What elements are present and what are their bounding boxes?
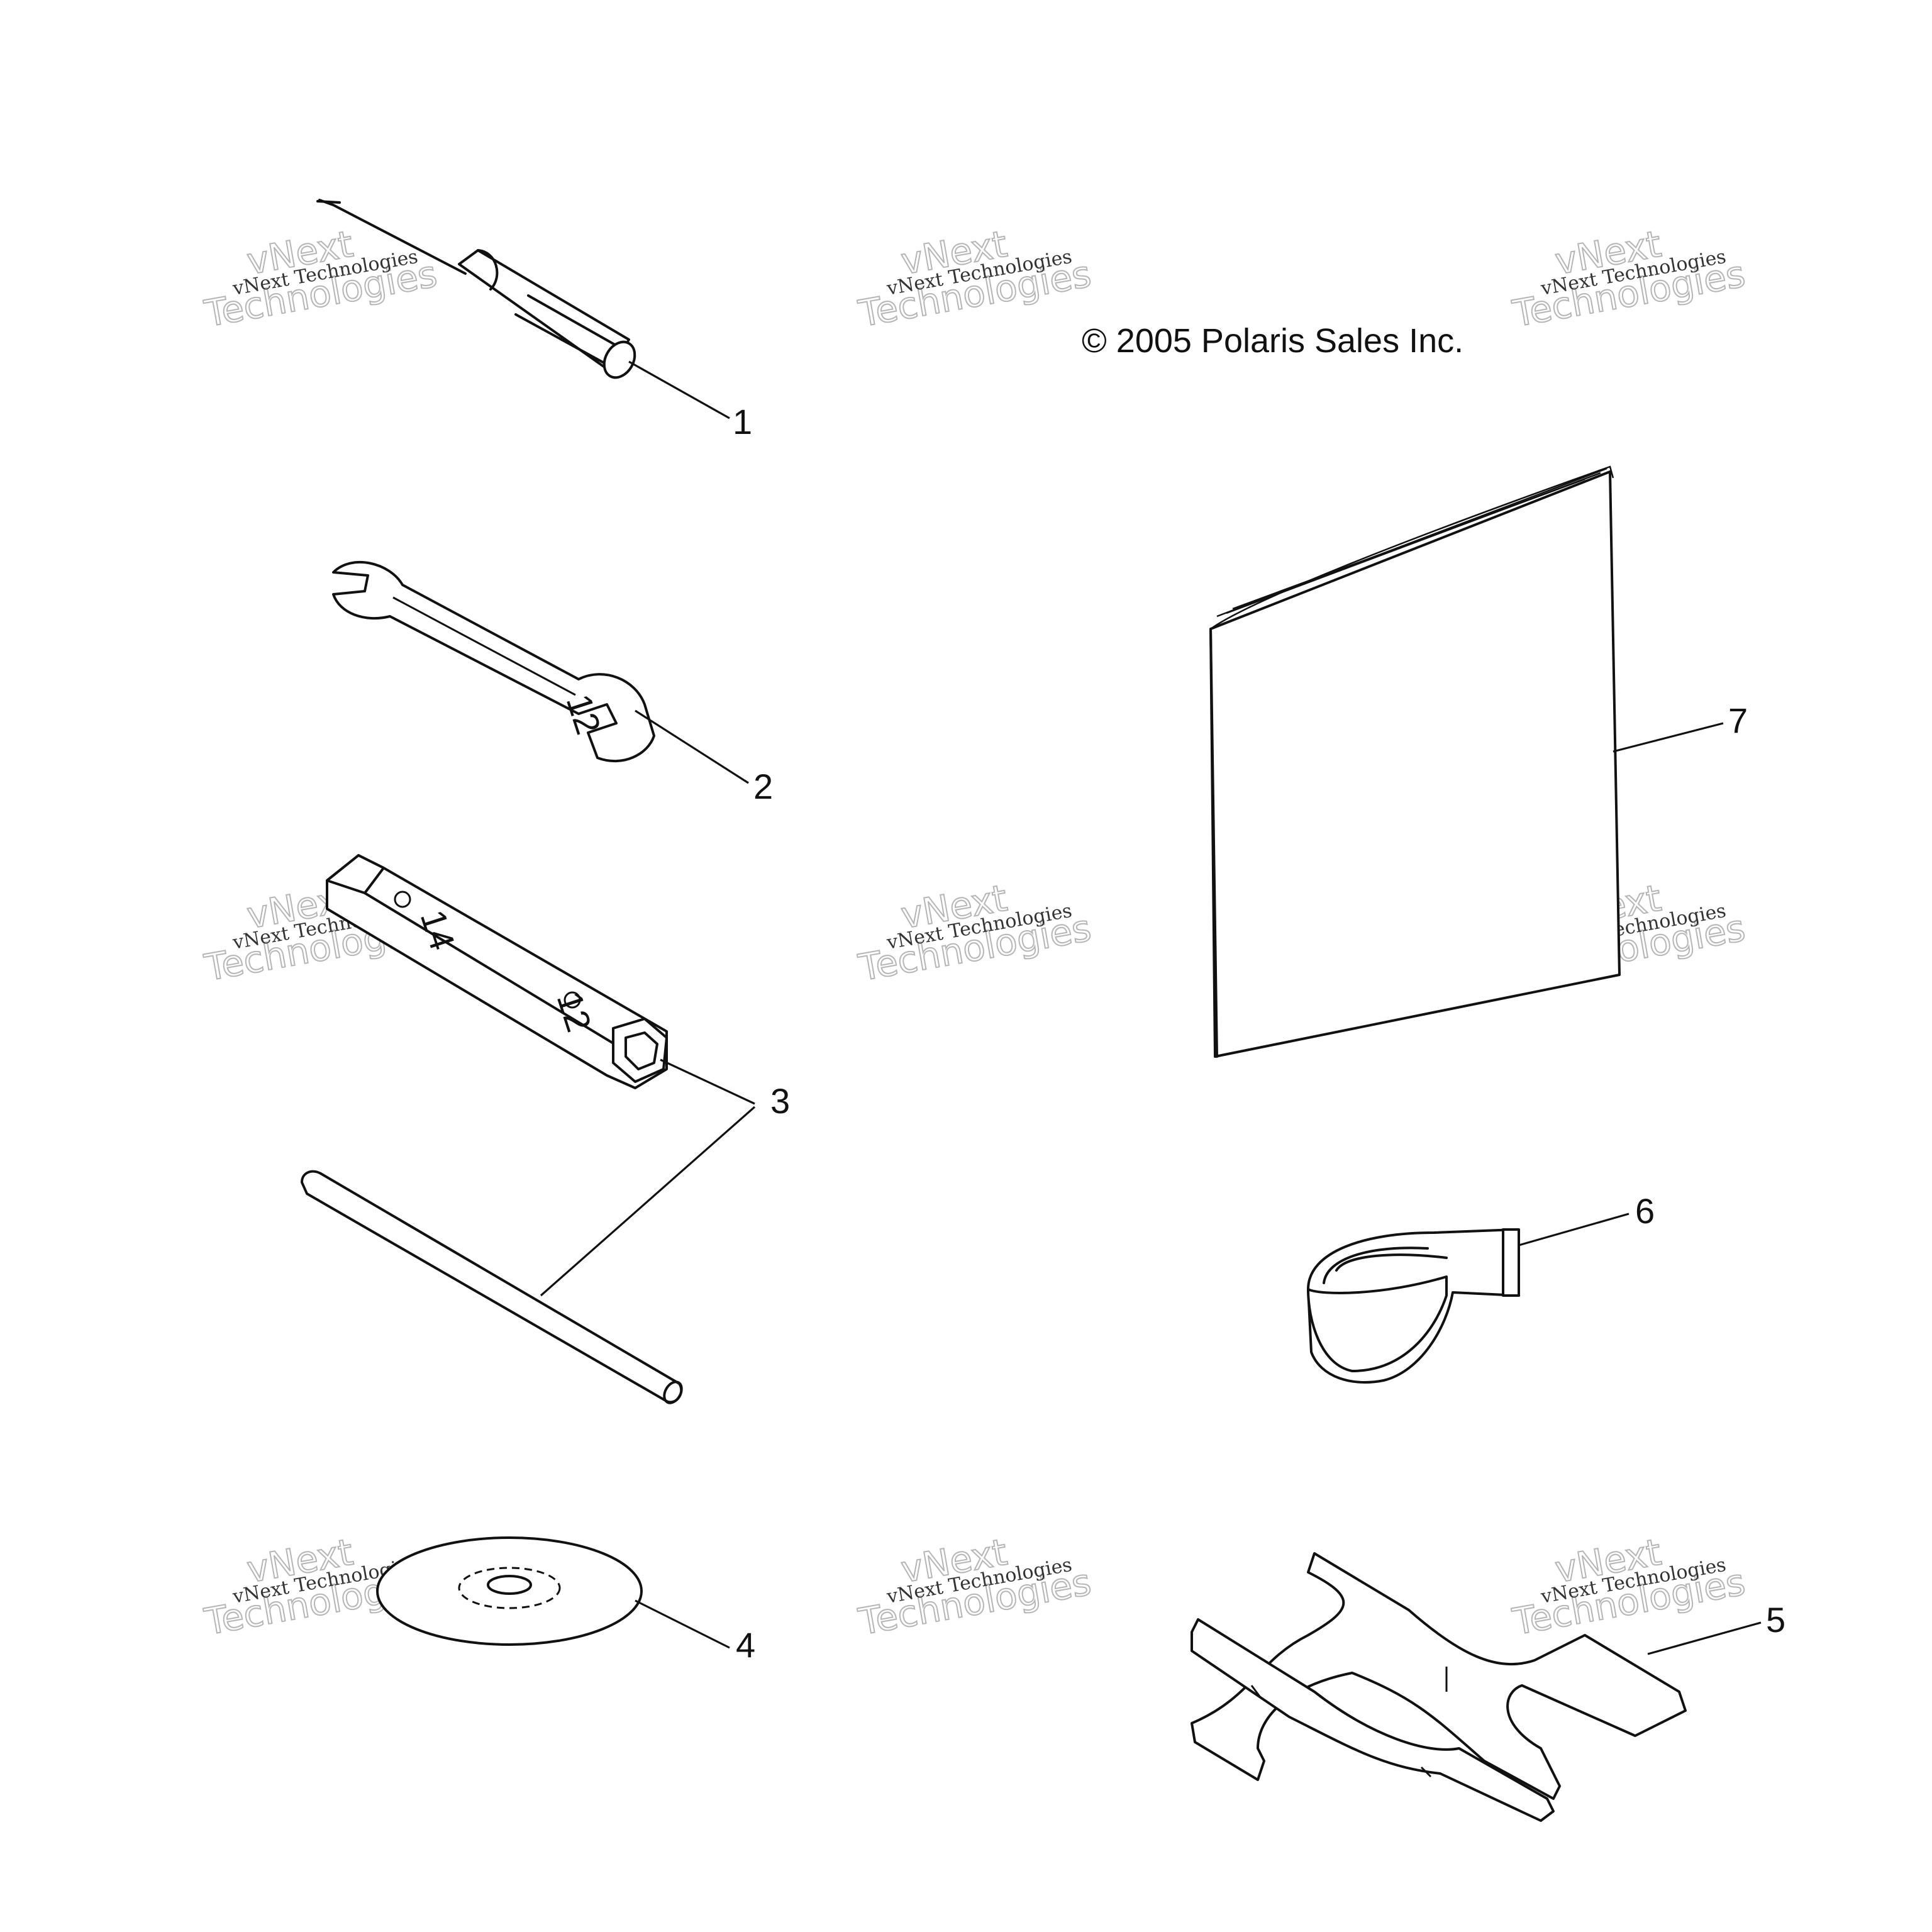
- open-end-wrench-icon: 12: [332, 560, 655, 762]
- callout-2: 2: [753, 767, 773, 806]
- screwdriver-icon: [316, 199, 636, 379]
- disc-icon: [376, 1536, 643, 1646]
- copyright-notice: © 2005 Polaris Sales Inc.: [1082, 322, 1463, 360]
- spanner-tool-icon: [1191, 1552, 1687, 1822]
- watermark: vNext Technologies vNext Technologies: [855, 1530, 1095, 1644]
- callout-7: 7: [1728, 701, 1748, 740]
- leader-lines: [540, 360, 1762, 1655]
- callout-1: 1: [733, 402, 752, 441]
- watermark: vNext Technologies vNext Technologies: [855, 222, 1095, 336]
- strap-roll-icon: [1307, 1228, 1520, 1384]
- manual-booklet-icon: [1209, 465, 1621, 1058]
- watermark: vNext Technologies vNext Technologies: [1509, 1530, 1749, 1644]
- socket-wrench-icon: 14 12: [326, 854, 668, 1089]
- callout-6: 6: [1635, 1191, 1655, 1231]
- callout-4: 4: [736, 1625, 755, 1665]
- watermark: vNext Technologies vNext Technologies: [201, 222, 441, 336]
- callout-labels: 1 2 3 4 5 6 7: [733, 402, 1785, 1665]
- watermark: vNext Technologies vNext Technologies: [1509, 222, 1749, 336]
- callout-5: 5: [1766, 1600, 1785, 1640]
- watermark: vNext Technologies vNext Technologies: [855, 876, 1095, 990]
- tommy-bar-icon: [301, 1170, 683, 1404]
- callout-3: 3: [770, 1081, 790, 1121]
